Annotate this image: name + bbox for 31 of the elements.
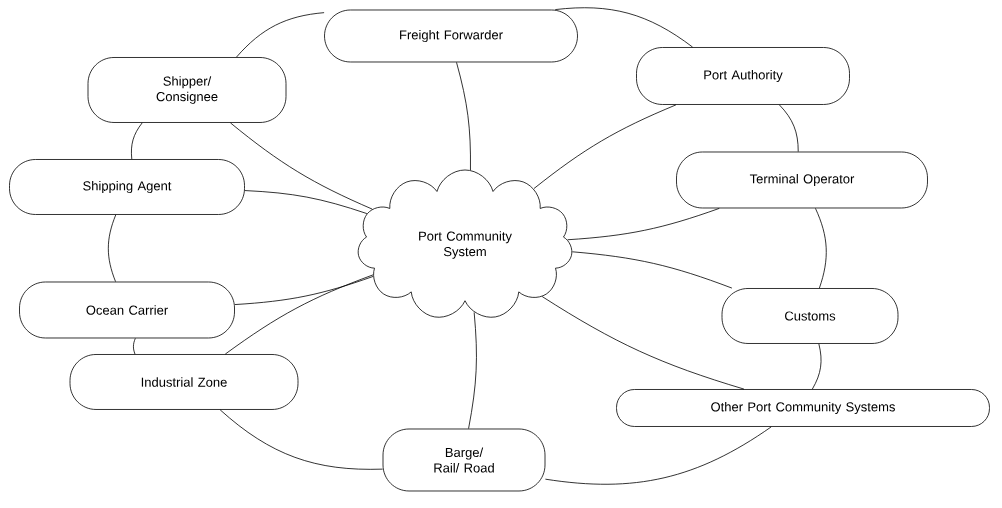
- connector: [456, 62, 471, 171]
- connector: [468, 312, 477, 429]
- connector: [567, 208, 720, 241]
- rounded-box: Terminal Operator: [676, 151, 928, 209]
- rounded-box: Shipper/ Consignee: [87, 57, 287, 123]
- connector: [815, 208, 827, 289]
- rounded-box: Port Authority: [636, 47, 850, 105]
- connector: [131, 122, 143, 160]
- connector: [234, 276, 374, 305]
- connector: [541, 296, 745, 390]
- connector: [244, 190, 368, 214]
- connector: [545, 426, 772, 485]
- connector: [236, 12, 325, 58]
- rounded-box: Freight Forwarder: [324, 9, 578, 63]
- connector: [811, 343, 822, 390]
- connector: [779, 104, 799, 152]
- rounded-box: Customs: [721, 288, 899, 344]
- connector: [219, 409, 383, 470]
- connector: [133, 338, 136, 355]
- rounded-box: Shipping Agent: [9, 159, 245, 215]
- connector: [533, 104, 677, 190]
- rounded-box: Other Port Community Systems: [616, 389, 990, 427]
- rounded-box: Barge/ Rail/ Road: [382, 428, 546, 492]
- cloud: Port Community System: [357, 169, 573, 318]
- connector: [230, 122, 373, 210]
- rounded-box: Industrial Zone: [69, 354, 299, 410]
- connector: [107, 214, 117, 282]
- rounded-box: Ocean Carrier: [19, 281, 235, 339]
- connector: [224, 274, 374, 355]
- connector: [554, 7, 693, 48]
- connector: [571, 251, 733, 289]
